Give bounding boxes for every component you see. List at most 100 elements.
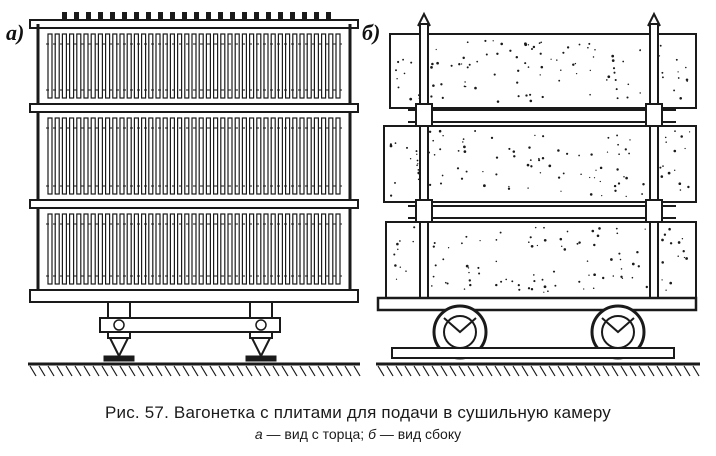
speckle [464,81,466,83]
board [220,33,226,99]
board [184,33,190,99]
speckle [538,42,541,44]
speckle [661,71,664,74]
board [234,117,240,195]
board [47,117,53,195]
board [285,117,291,195]
hatch-mark [386,365,394,377]
top-clip [218,12,223,21]
speckle [574,62,577,65]
board [198,117,204,195]
board [299,33,305,99]
speckle [410,61,413,64]
right-hub [255,319,267,331]
board [61,117,68,195]
speckle [685,257,688,260]
speckle [512,150,516,153]
hatch-mark [413,365,421,377]
hatch-mark [692,365,700,377]
speckle [529,159,532,162]
hatch-mark [92,365,100,377]
speckle [517,95,520,98]
speckle [439,148,442,151]
speckle [541,157,545,160]
board [191,213,197,285]
board [191,117,197,195]
hatch-mark [521,365,529,377]
speckle [616,134,619,137]
speckle [416,164,418,167]
speckle [477,266,480,269]
board [184,213,190,285]
hatch-mark [611,365,619,377]
left-upright-tip [417,11,431,27]
speckle [430,95,433,98]
board [90,33,96,99]
speckle [465,235,468,238]
board [270,33,276,99]
speckle [539,74,541,76]
speckle [396,78,398,80]
hatch-mark [146,365,154,377]
speckle [440,83,443,86]
speckle [495,283,498,287]
speckle [474,130,477,132]
speckle [394,142,397,144]
board [141,33,147,99]
hatch-mark [308,365,316,377]
speckle [627,83,630,86]
speckle [439,182,443,185]
speckle [641,193,644,195]
speckle [415,150,418,153]
speckle [507,187,511,190]
speckle [416,159,419,162]
base-platform [29,289,359,303]
speckle [615,88,618,91]
board [256,117,262,195]
speckle [637,265,640,268]
speckle [406,146,408,149]
speckle [563,248,567,251]
speckle [474,86,477,90]
speckle [683,256,686,259]
board [198,33,204,99]
speckle [432,139,435,142]
board [169,33,175,99]
top-clip [290,12,295,21]
speckle [431,285,433,287]
speckle [673,89,676,92]
speckle [612,67,616,70]
speckle [593,243,596,247]
board [241,213,247,285]
speckle [639,49,641,52]
speckle [664,136,667,139]
speckle [596,234,600,238]
hatch-mark [665,365,673,377]
board [220,117,226,195]
board [155,117,161,195]
hatch-mark [281,365,289,377]
board [104,213,111,285]
board [97,117,104,195]
speckle [428,130,432,133]
speckle [468,271,470,274]
speckle [572,63,575,66]
hatch-mark [620,365,628,377]
speckle [631,262,635,266]
board [141,213,147,285]
speckle [442,258,445,261]
speckle [527,287,531,290]
speckle [432,245,435,248]
board [285,213,291,285]
hatch-mark [272,365,280,377]
speckle [578,241,581,244]
board [285,33,291,99]
board [205,213,211,285]
speckle [433,241,436,245]
hatch-mark [326,365,334,377]
board [249,213,255,285]
hatch-mark [548,365,556,377]
hatch-mark [65,365,73,377]
hatch-mark [494,365,502,377]
board [141,117,147,195]
